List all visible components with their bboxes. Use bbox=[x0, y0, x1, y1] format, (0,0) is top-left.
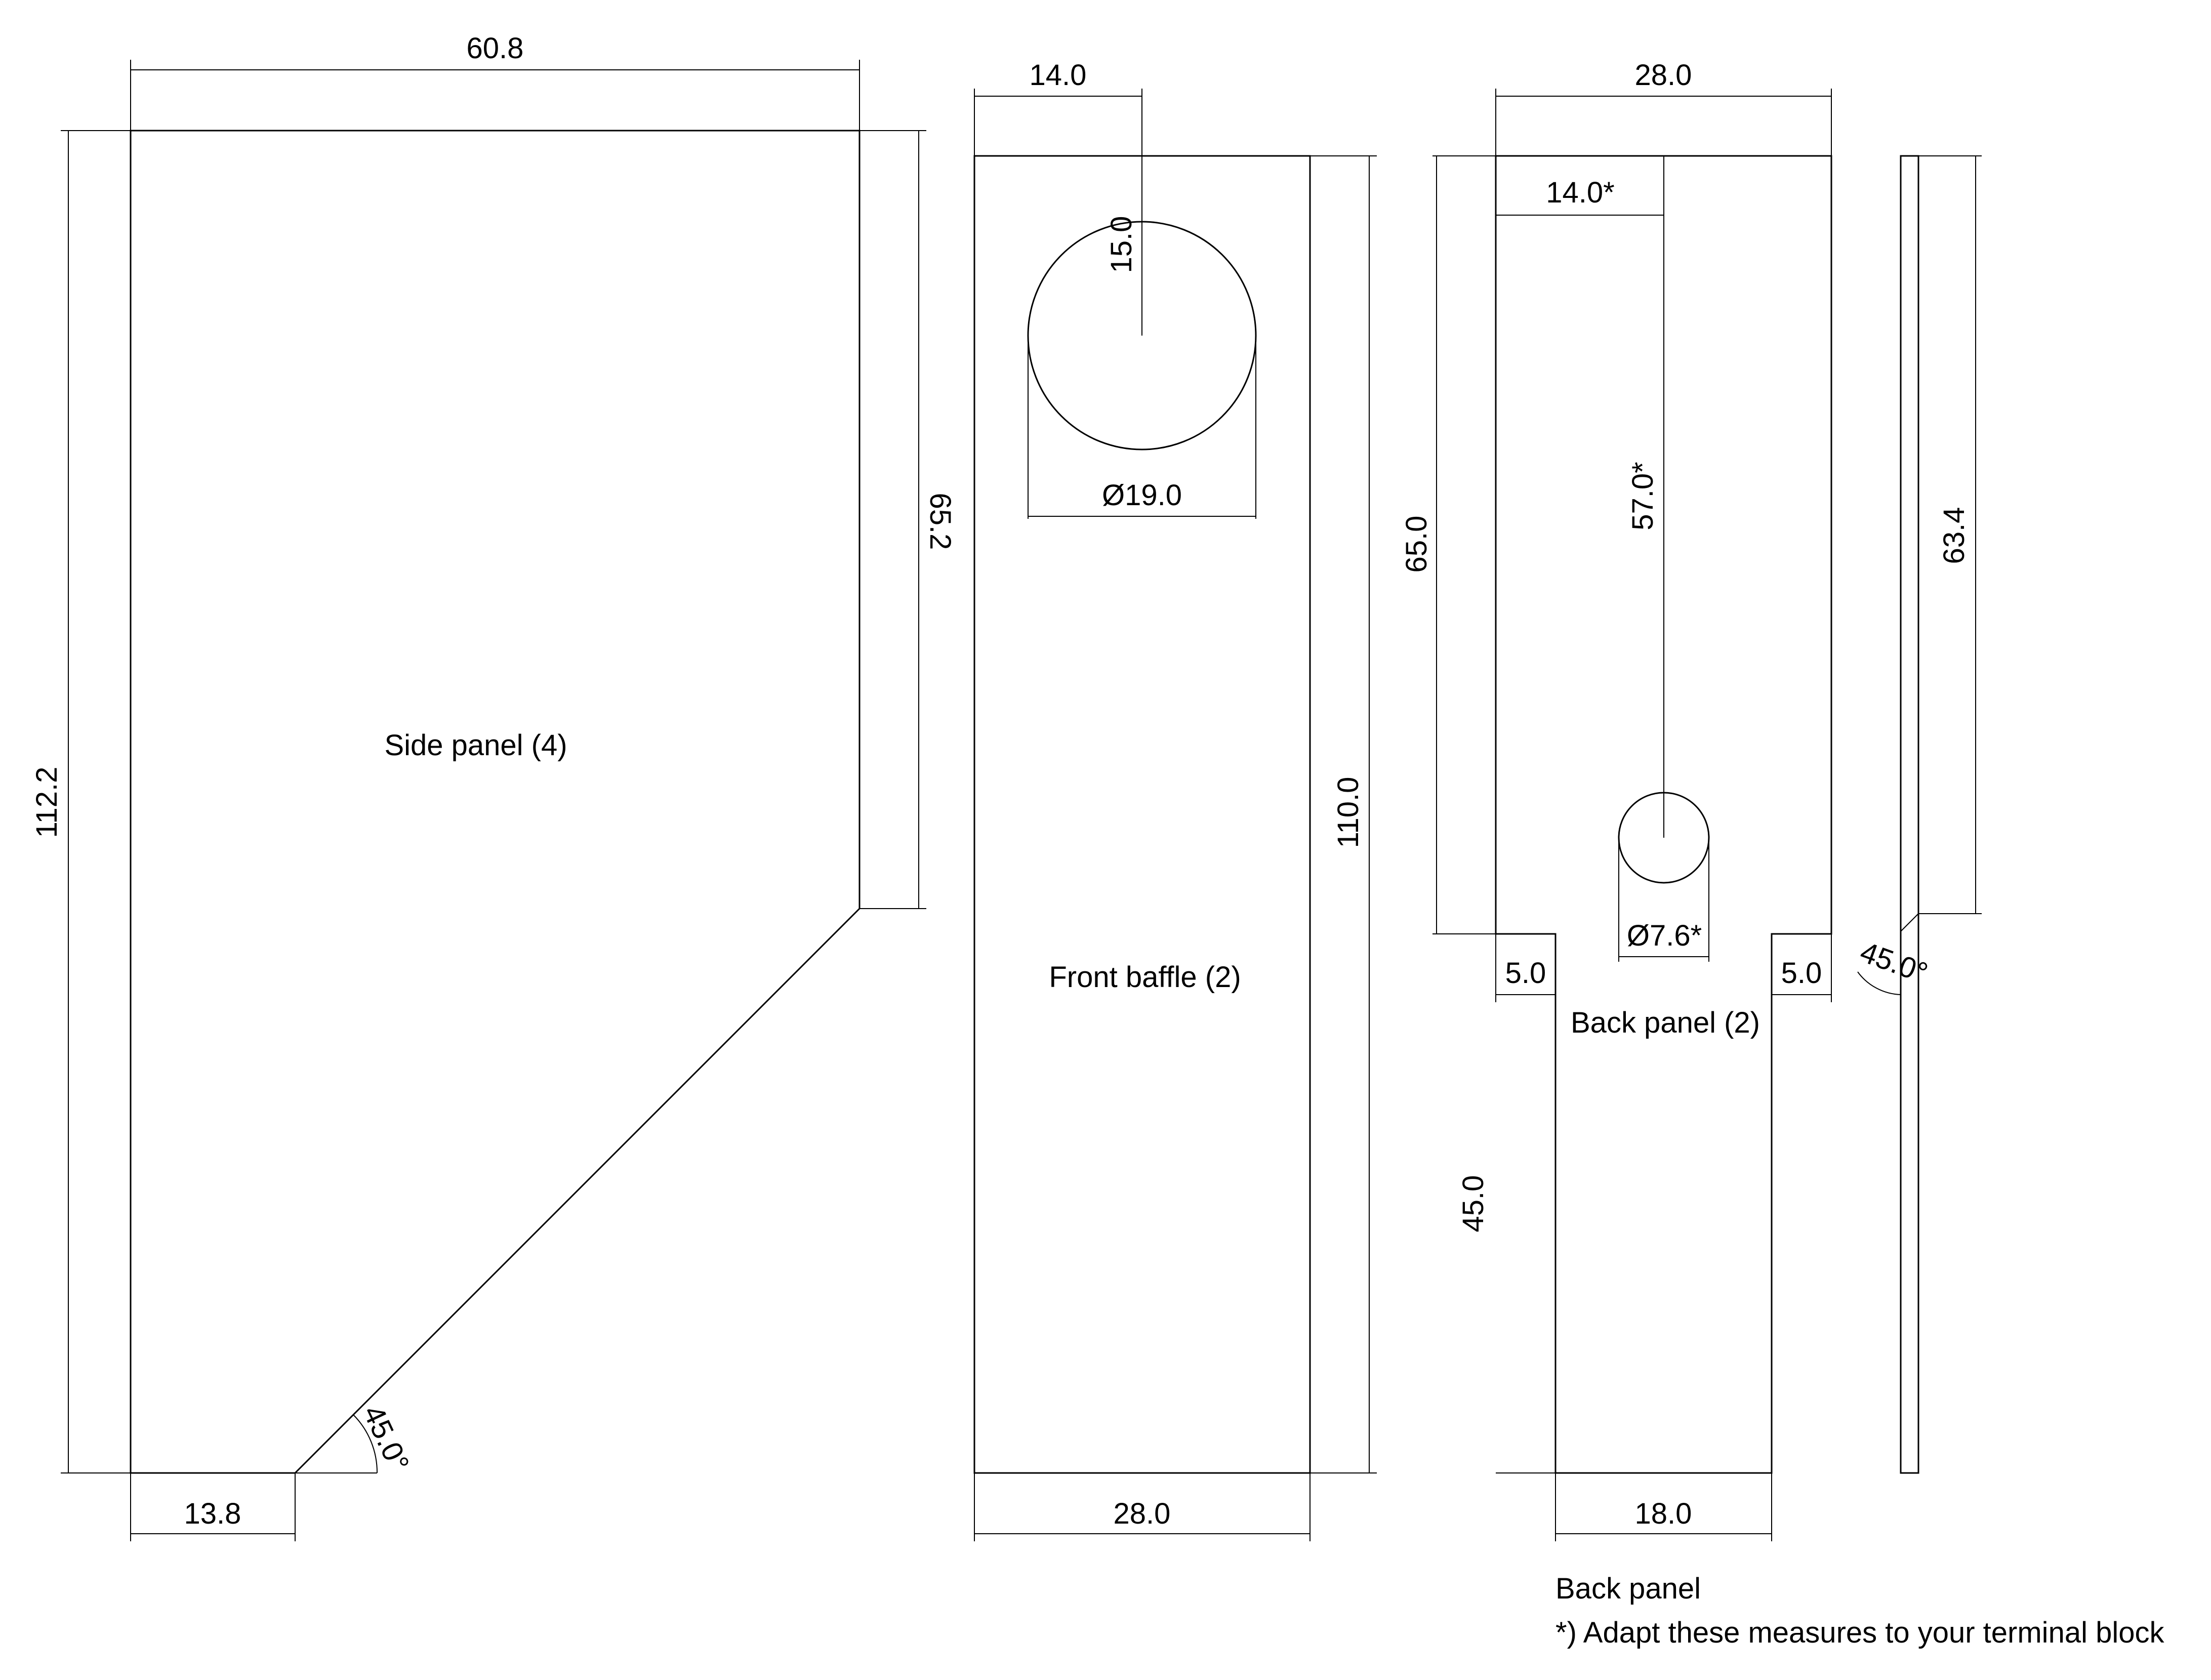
side-strip: 63.4 45.0° bbox=[1856, 155, 1982, 1474]
back-panel-notch-right-text: 5.0 bbox=[1781, 957, 1822, 990]
back-panel: 28.0 14.0* 65.0 57.0* Ø7.6* 5.0 5.0 45.0… bbox=[1400, 59, 1832, 1541]
side-panel-right-height-text: 65.2 bbox=[924, 493, 957, 550]
front-baffle-width-text: 28.0 bbox=[1114, 1497, 1171, 1530]
side-panel: 60.8 112.2 65.2 13.8 45.0° Side panel (4… bbox=[30, 32, 957, 1541]
front-baffle-offset-text: 14.0 bbox=[1030, 59, 1087, 92]
side-strip-outline bbox=[1900, 155, 1919, 1474]
back-panel-diameter-text: Ø7.6* bbox=[1627, 919, 1702, 952]
back-panel-width-text: 28.0 bbox=[1635, 59, 1692, 92]
back-panel-label: Back panel (2) bbox=[1571, 1006, 1760, 1039]
side-strip-angle-arc bbox=[1857, 971, 1901, 995]
front-baffle-diameter-text: Ø19.0 bbox=[1102, 479, 1182, 512]
side-panel-outline bbox=[130, 130, 861, 1474]
front-baffle: 14.0 15.0 Ø19.0 110.0 28.0 Front baffle … bbox=[973, 59, 1377, 1541]
side-strip-height-text: 63.4 bbox=[1938, 507, 1971, 564]
side-panel-label: Side panel (4) bbox=[384, 729, 567, 762]
side-panel-angle-text: 45.0° bbox=[356, 1400, 415, 1477]
side-panel-bottom-text: 13.8 bbox=[184, 1497, 241, 1530]
back-panel-bottom-width-text: 18.0 bbox=[1635, 1497, 1692, 1530]
front-baffle-depth-text: 15.0 bbox=[1105, 216, 1138, 273]
back-panel-hole-depth-text: 57.0* bbox=[1626, 462, 1659, 530]
side-panel-angle-arc bbox=[353, 1414, 378, 1473]
side-panel-height-text: 112.2 bbox=[30, 767, 63, 838]
front-baffle-label: Front baffle (2) bbox=[1049, 961, 1241, 994]
notes-adapt: *) Adapt these measures to your terminal… bbox=[1555, 1616, 2164, 1649]
back-panel-notch-left-text: 5.0 bbox=[1505, 957, 1546, 990]
front-baffle-height-text: 110.0 bbox=[1332, 777, 1365, 848]
front-baffle-outline bbox=[973, 155, 1311, 1474]
back-panel-offset-text: 14.0* bbox=[1546, 176, 1614, 209]
notes-title: Back panel bbox=[1555, 1572, 1701, 1605]
side-panel-width-text: 60.8 bbox=[467, 32, 524, 65]
notes: Back panel *) Adapt these measures to yo… bbox=[1555, 1572, 2164, 1649]
back-panel-upper-height-text: 65.0 bbox=[1400, 516, 1433, 573]
back-panel-lower-height-text: 45.0 bbox=[1457, 1175, 1490, 1233]
